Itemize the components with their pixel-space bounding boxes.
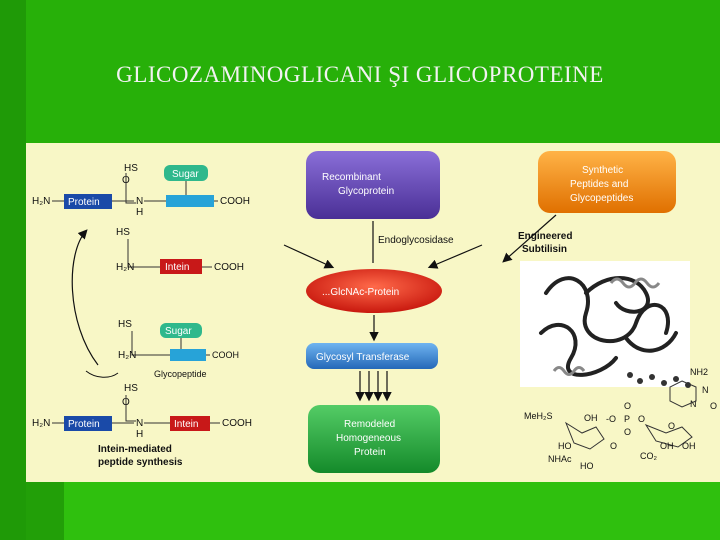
slide-bottom-band-dark (26, 482, 64, 540)
remodeled-label-2: Homogeneous (336, 433, 401, 444)
arrow-synthetic (502, 214, 557, 263)
glycosyl-transferase-box (306, 343, 438, 369)
ho-label-1: HO (558, 441, 572, 451)
o-label-5: O (668, 421, 675, 431)
synthetic-label-2: Peptides and (570, 179, 628, 190)
remodeled-protein-box (308, 405, 440, 473)
h2n-label-2: H₂N (116, 262, 134, 273)
o-label-8: O (610, 441, 617, 451)
intein-label-1: Intein (165, 262, 189, 273)
h-label-1: H (136, 207, 143, 218)
protein-label-1: Protein (68, 197, 100, 208)
intein-label-2: Intein (174, 419, 198, 430)
cycle-arrow-tail (85, 370, 119, 378)
cooh-label-1: COOH (220, 196, 250, 207)
n-label-3: N (702, 385, 709, 395)
engineered-label-1: Engineered (518, 231, 572, 242)
protein-box-2 (64, 416, 112, 431)
o-label-3: O (710, 401, 717, 411)
bond-line (127, 239, 136, 268)
slide-title: GLICOZAMINOGLICANI ŞI GLICOPROTEINE (116, 62, 604, 87)
nh2-label: NH2 (690, 367, 708, 377)
o-label-7: O (624, 427, 631, 437)
caption-line-1: Intein-mediated (98, 444, 172, 455)
caption-line-2: peptide synthesis (98, 457, 183, 468)
glcnac-label: ...GlcNAc-Protein (322, 287, 399, 298)
o-label-6: O (638, 414, 645, 424)
sugar-box-1 (164, 165, 208, 181)
n-label-1: N (136, 196, 143, 207)
synthetic-label-3: Glycopeptides (570, 193, 633, 204)
intein-box-2 (170, 416, 210, 431)
sugar-label-2: Sugar (165, 326, 192, 337)
recombinant-label-2: Glycoprotein (338, 186, 394, 197)
h2n-label-1: H₂N (32, 196, 50, 207)
oh-label-3: OH (682, 441, 696, 451)
pyrimidine-ring (669, 380, 697, 408)
n-label-2: N (136, 418, 143, 429)
o-minus-label: -O (606, 414, 616, 424)
glcnac-protein-oval (306, 269, 442, 313)
sugar-ring-2 (644, 423, 693, 448)
hs-label-1: HS (124, 163, 138, 174)
recombinant-label-1: Recombinant (322, 172, 381, 183)
synthetic-label-1: Synthetic (582, 165, 623, 176)
intein-box-1 (160, 259, 202, 274)
protein-ribbon (539, 276, 678, 377)
p-label: P (624, 414, 630, 424)
slide-bottom-band (26, 482, 720, 540)
h-label-2: H (136, 429, 143, 440)
cooh-label-2: COOH (214, 262, 244, 273)
protein-ribbon-helix (552, 277, 661, 376)
co2-label: CO₂ (640, 451, 658, 461)
synthetic-peptides-box (538, 151, 676, 213)
remodeled-label-1: Remodeled (344, 419, 395, 430)
n-label-4: N (690, 399, 697, 409)
peptide-box-2 (170, 349, 206, 361)
h2n-label-3: H₂N (118, 350, 136, 361)
diagram-panel: HS O Sugar H₂N Protein N H COOH HS H₂N I… (26, 143, 720, 482)
hs-label-4: HS (124, 383, 138, 394)
arrow-to-glcnac-left (283, 244, 335, 269)
h2n-label-4: H₂N (32, 418, 50, 429)
o-label-4: O (624, 401, 631, 411)
nhac-label: NHAc (548, 454, 572, 464)
meh2s-label: MeH₂S (524, 411, 553, 421)
sugar-label-1: Sugar (172, 169, 199, 180)
ho-label-2: HO (580, 461, 594, 471)
slide-left-band (0, 0, 26, 540)
glycopeptide-label: Glycopeptide (154, 369, 207, 379)
glycan-ball-and-stick (627, 372, 691, 388)
sugar-ring-1 (564, 421, 605, 450)
hs-label-2: HS (116, 227, 130, 238)
bond-line (125, 173, 136, 204)
transferase-label: Glycosyl Transferase (316, 352, 410, 363)
protein-label-2: Protein (68, 419, 100, 430)
endoglycosidase-label: Endoglycosidase (378, 235, 454, 246)
sugar-box-2 (160, 323, 202, 338)
glycoprotein-synthesis-diagram: HS O Sugar H₂N Protein N H COOH HS H₂N I… (32, 151, 717, 473)
oh-label-2: OH (660, 441, 674, 451)
bond-line (125, 395, 136, 422)
oh-label-1: OH (584, 413, 598, 423)
arrow-to-glcnac-right (427, 244, 483, 269)
protein-box-1 (64, 194, 112, 209)
recombinant-glycoprotein-box (306, 151, 440, 219)
remodeled-label-3: Protein (354, 447, 386, 458)
cooh-label-4: COOH (222, 418, 252, 429)
cycle-arrow (71, 229, 99, 366)
cooh-label-3: COOH (212, 350, 239, 360)
engineered-label-2: Subtilisin (522, 244, 567, 255)
peptide-box-1 (166, 195, 214, 207)
hs-label-3: HS (118, 319, 132, 330)
